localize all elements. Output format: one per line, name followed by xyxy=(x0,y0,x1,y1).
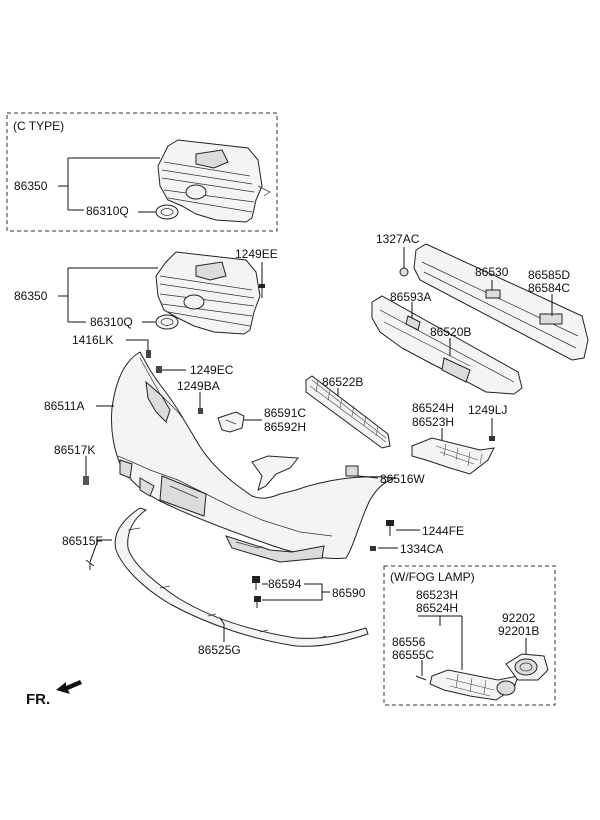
label-86556: 86556 xyxy=(392,635,426,649)
label-86516w: 86516W xyxy=(380,472,425,486)
screw-86556 xyxy=(415,675,427,681)
absorber-86520b xyxy=(371,295,523,395)
front-arrow-icon xyxy=(56,680,82,694)
bolt-1249ba xyxy=(198,408,203,414)
label-86593a: 86593A xyxy=(390,290,431,304)
label-1334ca: 1334CA xyxy=(400,542,443,556)
emblem xyxy=(155,314,179,330)
grille-c-type xyxy=(157,139,271,223)
screw-86594-b xyxy=(254,596,261,608)
label-86530: 86530 xyxy=(475,265,509,279)
label-86594: 86594 xyxy=(268,577,302,591)
bumper-cover xyxy=(111,351,397,563)
grille xyxy=(155,251,261,335)
bolt-1249lj xyxy=(489,436,495,441)
label-1249ee: 1249EE xyxy=(235,247,278,261)
label-86523h-fog: 86523H xyxy=(416,588,458,602)
leader-86350 xyxy=(58,267,158,323)
label-1249lj: 1249LJ xyxy=(468,403,507,417)
screw-1249ee xyxy=(259,262,265,298)
label-86515f: 86515F xyxy=(62,534,103,548)
c-type-box xyxy=(6,112,278,232)
emblem-c-type xyxy=(155,204,179,220)
label-86525g: 86525G xyxy=(198,643,241,657)
bracket-86585d xyxy=(539,313,563,325)
nut-1334ca xyxy=(370,546,376,551)
leader-86525g xyxy=(219,617,225,642)
lower-lip-86525g xyxy=(114,507,369,647)
label-1249ec: 1249EC xyxy=(190,363,234,377)
label-86585d: 86585D xyxy=(528,268,570,282)
label-86591c: 86591C xyxy=(264,406,306,420)
c-type-label: (C TYPE) xyxy=(13,119,64,133)
bolt-1244fe xyxy=(386,520,394,536)
front-direction-label: FR. xyxy=(26,691,50,708)
label-86350-c: 86350 xyxy=(14,179,48,193)
leader-1416lk xyxy=(126,339,149,352)
leader-86515f xyxy=(89,539,112,563)
label-86584c: 86584C xyxy=(528,281,570,295)
label-86350: 86350 xyxy=(14,289,48,303)
leader-86516w xyxy=(357,475,379,479)
label-86524h-fog: 86524H xyxy=(416,601,458,615)
fog-lamp-box-label: (W/FOG LAMP) xyxy=(390,570,475,584)
label-92201b: 92201B xyxy=(498,624,539,638)
label-86590: 86590 xyxy=(332,586,366,600)
bracket-86591c xyxy=(217,411,245,433)
label-1244fe: 1244FE xyxy=(422,524,464,538)
label-92202: 92202 xyxy=(502,611,536,625)
fog-cover-86523h xyxy=(411,437,495,475)
clip-86517k xyxy=(83,476,89,485)
leader-86594-86590 xyxy=(262,583,330,601)
label-86310q: 86310Q xyxy=(90,315,133,329)
leader-86350-c xyxy=(58,157,160,211)
fog-lamp-92202 xyxy=(505,653,549,681)
label-86523h: 86523H xyxy=(412,415,454,429)
label-1249ba: 1249BA xyxy=(177,379,220,393)
clip-1416lk xyxy=(146,350,151,358)
screw-86594 xyxy=(252,576,260,590)
label-86592h: 86592H xyxy=(264,420,306,434)
label-86555c: 86555C xyxy=(392,648,434,662)
label-86522b: 86522B xyxy=(322,375,363,389)
fog-lamp-box xyxy=(383,565,556,706)
label-86511a: 86511A xyxy=(44,399,84,413)
beam-86530 xyxy=(413,243,589,361)
label-86310q-c: 86310Q xyxy=(86,204,129,218)
label-86520b: 86520B xyxy=(430,325,471,339)
screw-86515f xyxy=(85,559,95,570)
label-86524h: 86524H xyxy=(412,401,454,415)
nut-1327ac xyxy=(399,267,409,277)
leader-86523h-fog xyxy=(418,615,463,670)
mesh-grille-86522b xyxy=(305,375,391,449)
bolt-1249ec xyxy=(156,366,162,373)
fog-cover-w-fog xyxy=(429,669,519,701)
clip-86516w xyxy=(345,465,359,477)
label-1327ac: 1327AC xyxy=(376,232,420,246)
label-1416lk: 1416LK xyxy=(72,333,113,347)
label-86517k: 86517K xyxy=(54,443,95,457)
